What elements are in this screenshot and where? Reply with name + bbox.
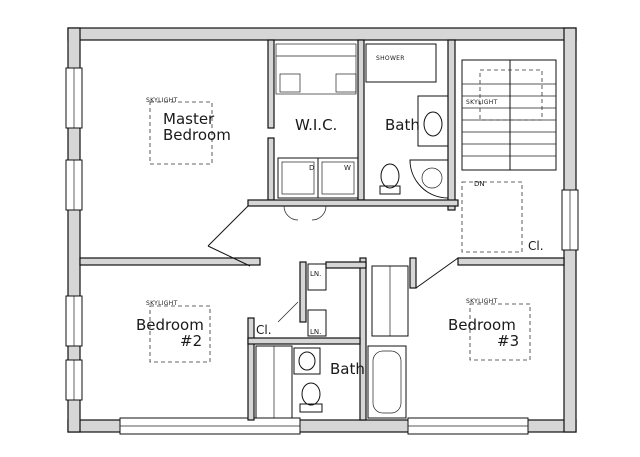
linen-closets: LN. LN. [307, 263, 327, 337]
master-bedroom-label: Master [163, 110, 215, 128]
down-label: DN [474, 180, 485, 188]
master-bath-label: Bath [385, 116, 420, 134]
washer-label: W [344, 164, 351, 172]
stair-skylight-label: SKYLIGHT [466, 99, 498, 106]
hall-bath: Bath [255, 265, 409, 419]
left-windows [65, 67, 83, 401]
bedroom-2-label: Bedroom [136, 316, 204, 334]
staircase: SKYLIGHT DN Cl. [461, 59, 557, 253]
hall-bath-label: Bath [330, 360, 365, 378]
wic-label: W.I.C. [295, 116, 337, 134]
hallway [207, 205, 459, 323]
bedroom-2: SKYLIGHT Bedroom #2 Cl. [136, 300, 272, 363]
bedroom-2-number: #2 [180, 332, 202, 350]
interior-walls [79, 39, 565, 421]
bedroom-3-skylight-label: SKYLIGHT [466, 298, 498, 305]
linen-top-label: LN. [310, 270, 321, 278]
bedroom-3-label: Bedroom [448, 316, 516, 334]
bedroom-3: SKYLIGHT Bedroom #3 [448, 298, 531, 361]
master-bedroom-label-2: Bedroom [163, 126, 231, 144]
right-window [561, 189, 579, 251]
dryer-label: D [309, 164, 314, 172]
master-bedroom: SKYLIGHT Master Bedroom [146, 97, 231, 165]
skylight-label: SKYLIGHT [146, 97, 178, 104]
stair-closet-label: Cl. [528, 239, 544, 253]
bedroom-3-number: #3 [497, 332, 519, 350]
shower-label: SHOWER [376, 55, 405, 62]
linen-bottom-label: LN. [310, 328, 321, 336]
bottom-windows [119, 417, 529, 435]
bedroom-2-closet-label: Cl. [256, 323, 272, 337]
master-bath: SHOWER Bath [365, 43, 449, 199]
bedroom-2-skylight-label: SKYLIGHT [146, 300, 178, 307]
walk-in-closet: W.I.C. D W [275, 43, 359, 199]
exterior-walls [67, 27, 577, 433]
